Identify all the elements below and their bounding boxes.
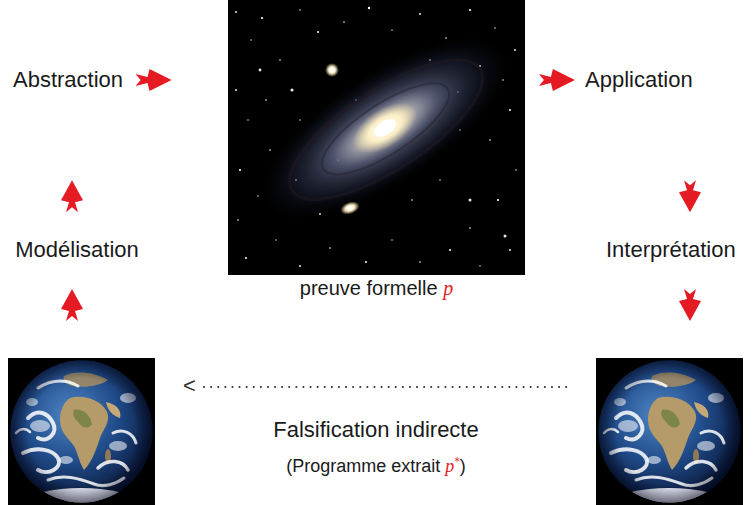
star-field: [317, 31, 319, 33]
step-label: Interprétation: [603, 236, 739, 264]
galaxy-disc: [228, 0, 543, 258]
satellite-galaxies: [325, 63, 361, 217]
star-field: [509, 249, 511, 251]
star-field: [469, 9, 471, 11]
star-field: [247, 119, 248, 120]
star-field: [245, 257, 247, 259]
step-label: Abstraction: [10, 66, 126, 94]
star-field: [329, 247, 331, 249]
star-field: [469, 199, 472, 202]
star-field: [269, 149, 271, 151]
star-field: [299, 9, 300, 10]
galaxy-disc: [344, 92, 425, 163]
star-field: [235, 89, 237, 91]
star-field: [299, 119, 300, 120]
star-field: [509, 109, 511, 111]
galaxy-disc: [270, 35, 501, 224]
star-field: [419, 261, 421, 263]
figure-caption: preuve formelle p: [228, 276, 525, 300]
star-field: [235, 11, 237, 13]
star-field: [299, 265, 301, 267]
step-label: Modélisation: [12, 236, 142, 264]
star-field: [391, 29, 392, 30]
star-field: [239, 169, 241, 171]
flow-arrow: [136, 69, 172, 91]
galaxy-picture: [228, 0, 543, 275]
galaxy-disc: [228, 0, 543, 258]
star-field: [391, 239, 392, 240]
step-text: Modélisation: [15, 237, 139, 263]
satellite-galaxies: [339, 199, 362, 217]
earth-picture: [596, 358, 743, 505]
flow-arrow: [61, 180, 83, 212]
arrow-glyph: <: [181, 373, 198, 399]
star-field: [514, 49, 516, 51]
star-field: [449, 249, 451, 251]
star-field: [489, 139, 491, 141]
star-field: [290, 88, 293, 91]
star-field: [279, 59, 281, 61]
earth-picture: [8, 358, 155, 505]
star-field: [419, 13, 421, 15]
satellite-galaxies: [330, 68, 335, 73]
down-arrow: [679, 289, 701, 321]
caption-note: (Programme extrait p*): [284, 455, 468, 478]
star-field: [439, 179, 440, 180]
star-field: [497, 199, 499, 201]
galaxy-disc: [283, 45, 488, 211]
star-field: [504, 235, 507, 238]
caption-text: Falsification indirecte: [271, 417, 480, 443]
star-field: [368, 7, 370, 9]
star-field: [469, 227, 471, 229]
star-field: [494, 27, 495, 28]
step-label: Application: [582, 66, 696, 94]
star-field: [265, 99, 267, 101]
star-field: [365, 261, 367, 263]
star-field: [343, 21, 345, 23]
star-field: [275, 239, 276, 240]
galaxy-disc: [371, 116, 399, 141]
step-text: Application: [585, 67, 693, 93]
star-field: [250, 39, 251, 40]
galaxy-disc: [310, 68, 461, 191]
flow-arrow: [539, 69, 575, 91]
up-arrow: [61, 289, 83, 321]
satellite-galaxies: [347, 206, 353, 210]
figure-node: preuve formelle p: [228, 0, 525, 300]
dotted-line: [204, 386, 572, 388]
star-field: [259, 69, 262, 72]
star-field: [237, 219, 239, 221]
star-field: [261, 17, 263, 19]
flow-arrow: [679, 180, 701, 212]
satellite-galaxies: [325, 63, 339, 77]
step-text: Abstraction: [13, 67, 123, 93]
star-field: [515, 169, 516, 170]
star-field: [411, 199, 413, 201]
step-text: Interprétation: [606, 237, 736, 263]
star-field: [479, 265, 480, 266]
